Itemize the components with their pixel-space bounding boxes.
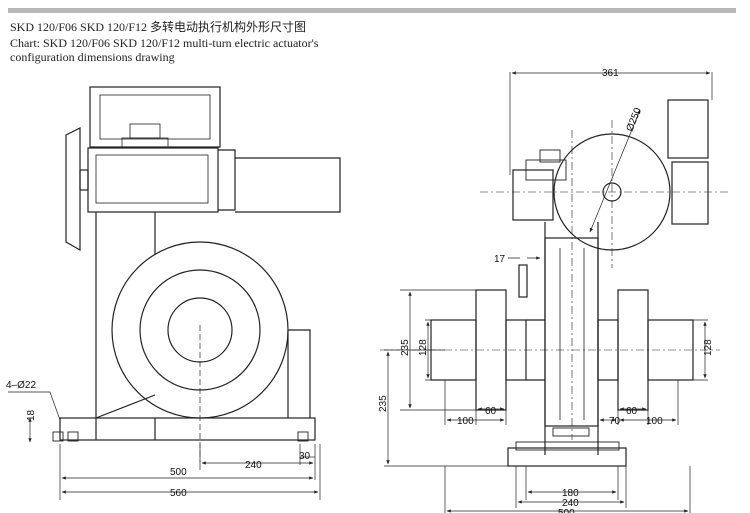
dim-height-128-b: 128 bbox=[703, 339, 714, 356]
dim-70: 70 bbox=[609, 416, 621, 427]
dim-60-left: 60 bbox=[485, 406, 497, 417]
header-bar bbox=[8, 8, 736, 13]
dim-60-right: 60 bbox=[626, 406, 638, 417]
dim-17: 17 bbox=[494, 254, 506, 265]
dim-width-180: 180 bbox=[562, 488, 579, 499]
title-en-line2: configuration dimensions drawing bbox=[10, 50, 175, 64]
top-control-box bbox=[89, 86, 221, 148]
dim-width-560: 560 bbox=[170, 488, 187, 499]
right-centerlines bbox=[380, 120, 730, 440]
dim-width-240: 240 bbox=[245, 460, 262, 471]
right-front-view bbox=[430, 99, 709, 467]
dim-width-361: 361 bbox=[602, 68, 619, 79]
dim-diameter-250: Ø250 bbox=[625, 106, 645, 133]
left-side-view bbox=[52, 86, 341, 462]
title-cn: SKD 120/F06 SKD 120/F12 多转电动执行机构外形尺寸图 bbox=[10, 20, 307, 34]
right-control-box bbox=[667, 99, 709, 159]
dim-bolt-holes: 4–Ø22 bbox=[6, 380, 36, 391]
left-dimensions bbox=[8, 391, 321, 500]
dim-height-128-a: 128 bbox=[418, 339, 429, 356]
dim-100-right: 100 bbox=[646, 416, 663, 427]
title-en-line1: Chart: SKD 120/F06 SKD 120/F12 multi-tur… bbox=[10, 36, 319, 50]
dim-height-235-b: 235 bbox=[378, 395, 389, 412]
dim-base-height: 18 bbox=[26, 409, 37, 421]
dim-width-500-right: 500 bbox=[558, 508, 575, 513]
handwheel bbox=[65, 127, 81, 252]
dim-width-240-right: 240 bbox=[562, 498, 579, 509]
dim-width-30: 30 bbox=[299, 451, 311, 462]
dim-width-500: 500 bbox=[170, 467, 187, 478]
motor-body bbox=[87, 147, 219, 213]
right-dimensions bbox=[384, 71, 713, 513]
base-plate bbox=[59, 417, 316, 441]
dim-height-235-a: 235 bbox=[400, 339, 411, 356]
right-base-plate bbox=[507, 447, 627, 467]
dim-100-left: 100 bbox=[457, 416, 474, 427]
